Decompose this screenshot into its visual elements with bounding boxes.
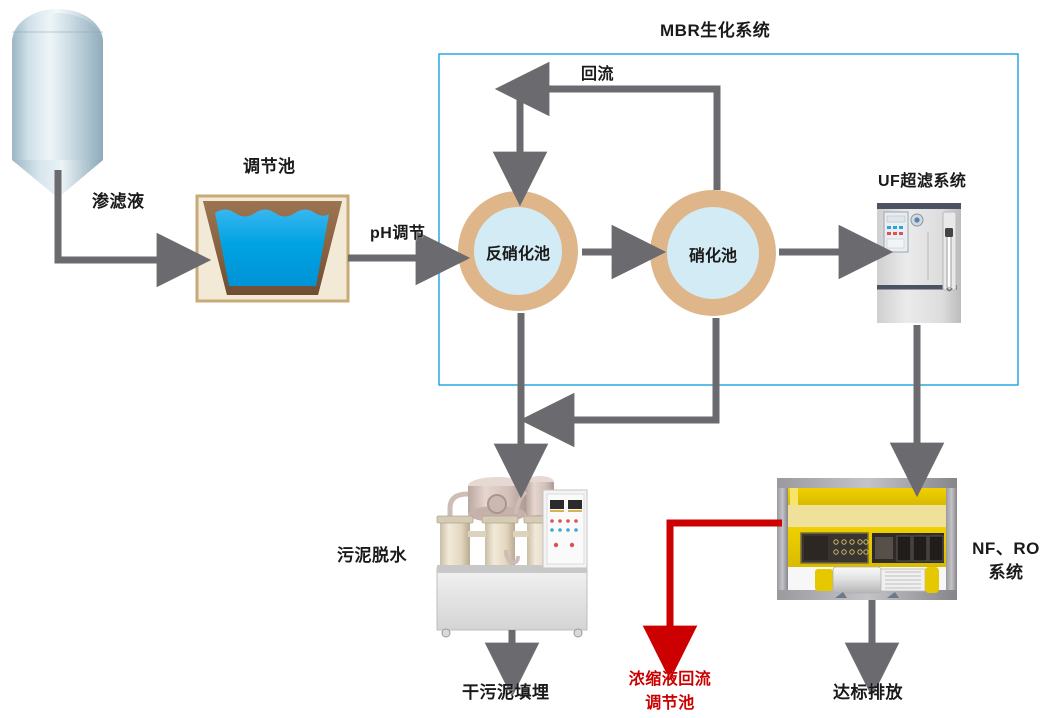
- label-uf-system: UF超滤系统: [878, 173, 967, 190]
- label-denitrification-pool: 反硝化池: [485, 246, 550, 263]
- label-leachate: 渗滤液: [92, 192, 145, 211]
- label-concentrate-return-line1: 浓缩液回流: [628, 671, 712, 688]
- label-concentrate-return-line2: 调节池: [645, 695, 695, 712]
- label-ph-adjust: pH调节: [370, 225, 426, 242]
- adjustment-tank: [195, 194, 350, 303]
- label-dry-sludge-landfill: 干污泥填埋: [462, 683, 550, 702]
- label-recirculation: 回流: [581, 66, 615, 83]
- nf-ro-unit: [777, 478, 957, 600]
- label-compliant-discharge: 达标排放: [833, 683, 903, 702]
- sludge-dewatering-unit: [436, 476, 588, 638]
- label-adjust-tank: 调节池: [243, 157, 296, 176]
- mbr-system-boundary: [438, 53, 1019, 386]
- label-nitrification-pool: 硝化池: [688, 248, 737, 265]
- label-nf-ro-line1: NF、RO: [972, 539, 1040, 558]
- label-nf-ro-line2: 系统: [988, 563, 1024, 582]
- flow-arrows-gray: [54, 61, 945, 698]
- uf-ultrafiltration-unit: [877, 203, 961, 323]
- arrow-concentrate-return: [642, 519, 782, 681]
- label-sludge-dewatering: 污泥脱水: [337, 546, 407, 565]
- denitrification-pool-shape: [458, 191, 578, 311]
- arrow-sludge-return-leg: [552, 318, 720, 424]
- mbr-system-title: MBR生化系统: [660, 21, 771, 40]
- nitrification-pool-shape: [650, 190, 776, 316]
- arrow-leachate-to-tank: [54, 170, 212, 288]
- leachate-storage-silo: [12, 8, 103, 198]
- arrow-recirculation-leg: [527, 85, 721, 190]
